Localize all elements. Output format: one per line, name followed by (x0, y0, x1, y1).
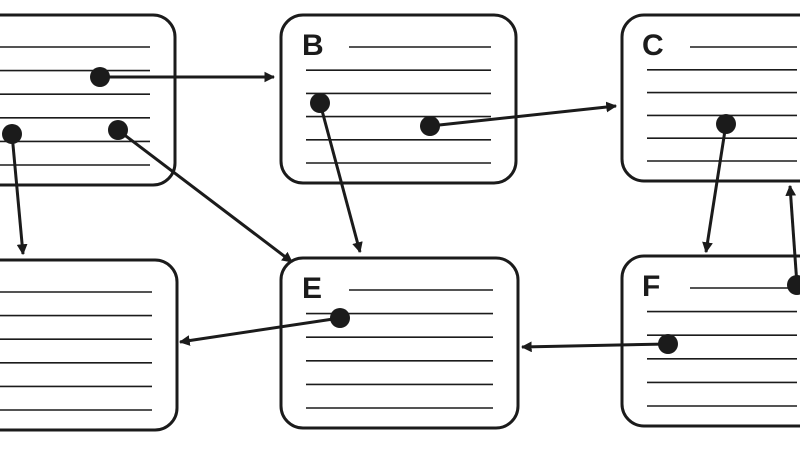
edge-c-to-f (702, 114, 736, 254)
node-c-label: C (642, 29, 664, 62)
edge-c-to-f-line (702, 123, 728, 254)
edge-a-to-d-dot (2, 124, 22, 144)
edge-e-to-d-line (178, 316, 341, 346)
edge-b-to-e (310, 93, 363, 254)
edge-b-to-e-dot (310, 93, 330, 113)
edge-f-to-c (785, 184, 800, 295)
edge-b-to-c-dot (420, 116, 440, 136)
edge-a-to-e-line (117, 128, 293, 264)
node-c: C (620, 13, 800, 183)
node-e: E (279, 256, 520, 430)
node-a-box (0, 13, 177, 187)
edge-a-to-d (2, 124, 28, 256)
edge-a-to-e-dot (108, 120, 128, 140)
edge-a-to-d-line (10, 133, 28, 256)
edge-a-to-b-dot (90, 67, 110, 87)
node-f: F (620, 254, 800, 428)
node-e-label: E (302, 272, 322, 305)
node-e-box (279, 256, 520, 430)
node-a (0, 13, 177, 187)
edge-e-to-d (178, 308, 350, 346)
edge-b-to-e-line (318, 102, 363, 254)
node-b: B (279, 13, 518, 185)
node-b-box (279, 13, 518, 185)
edge-f-to-e-dot (658, 334, 678, 354)
edge-b-to-c-line (429, 101, 618, 128)
edge-f-to-e (520, 334, 678, 354)
node-c-box (620, 13, 800, 183)
edge-e-to-d-dot (330, 308, 350, 328)
node-d-box (0, 258, 179, 432)
node-f-label: F (642, 270, 660, 303)
edge-f-to-e-line (520, 341, 669, 353)
node-b-label: B (302, 29, 324, 62)
edge-a-to-e (108, 120, 293, 264)
edge-f-to-c-line (785, 184, 799, 286)
node-d (0, 258, 179, 432)
edge-b-to-c (420, 101, 618, 136)
edge-f-to-c-dot (787, 275, 800, 295)
edge-c-to-f-dot (716, 114, 736, 134)
node-f-box (620, 254, 800, 428)
edge-a-to-b (90, 67, 276, 87)
